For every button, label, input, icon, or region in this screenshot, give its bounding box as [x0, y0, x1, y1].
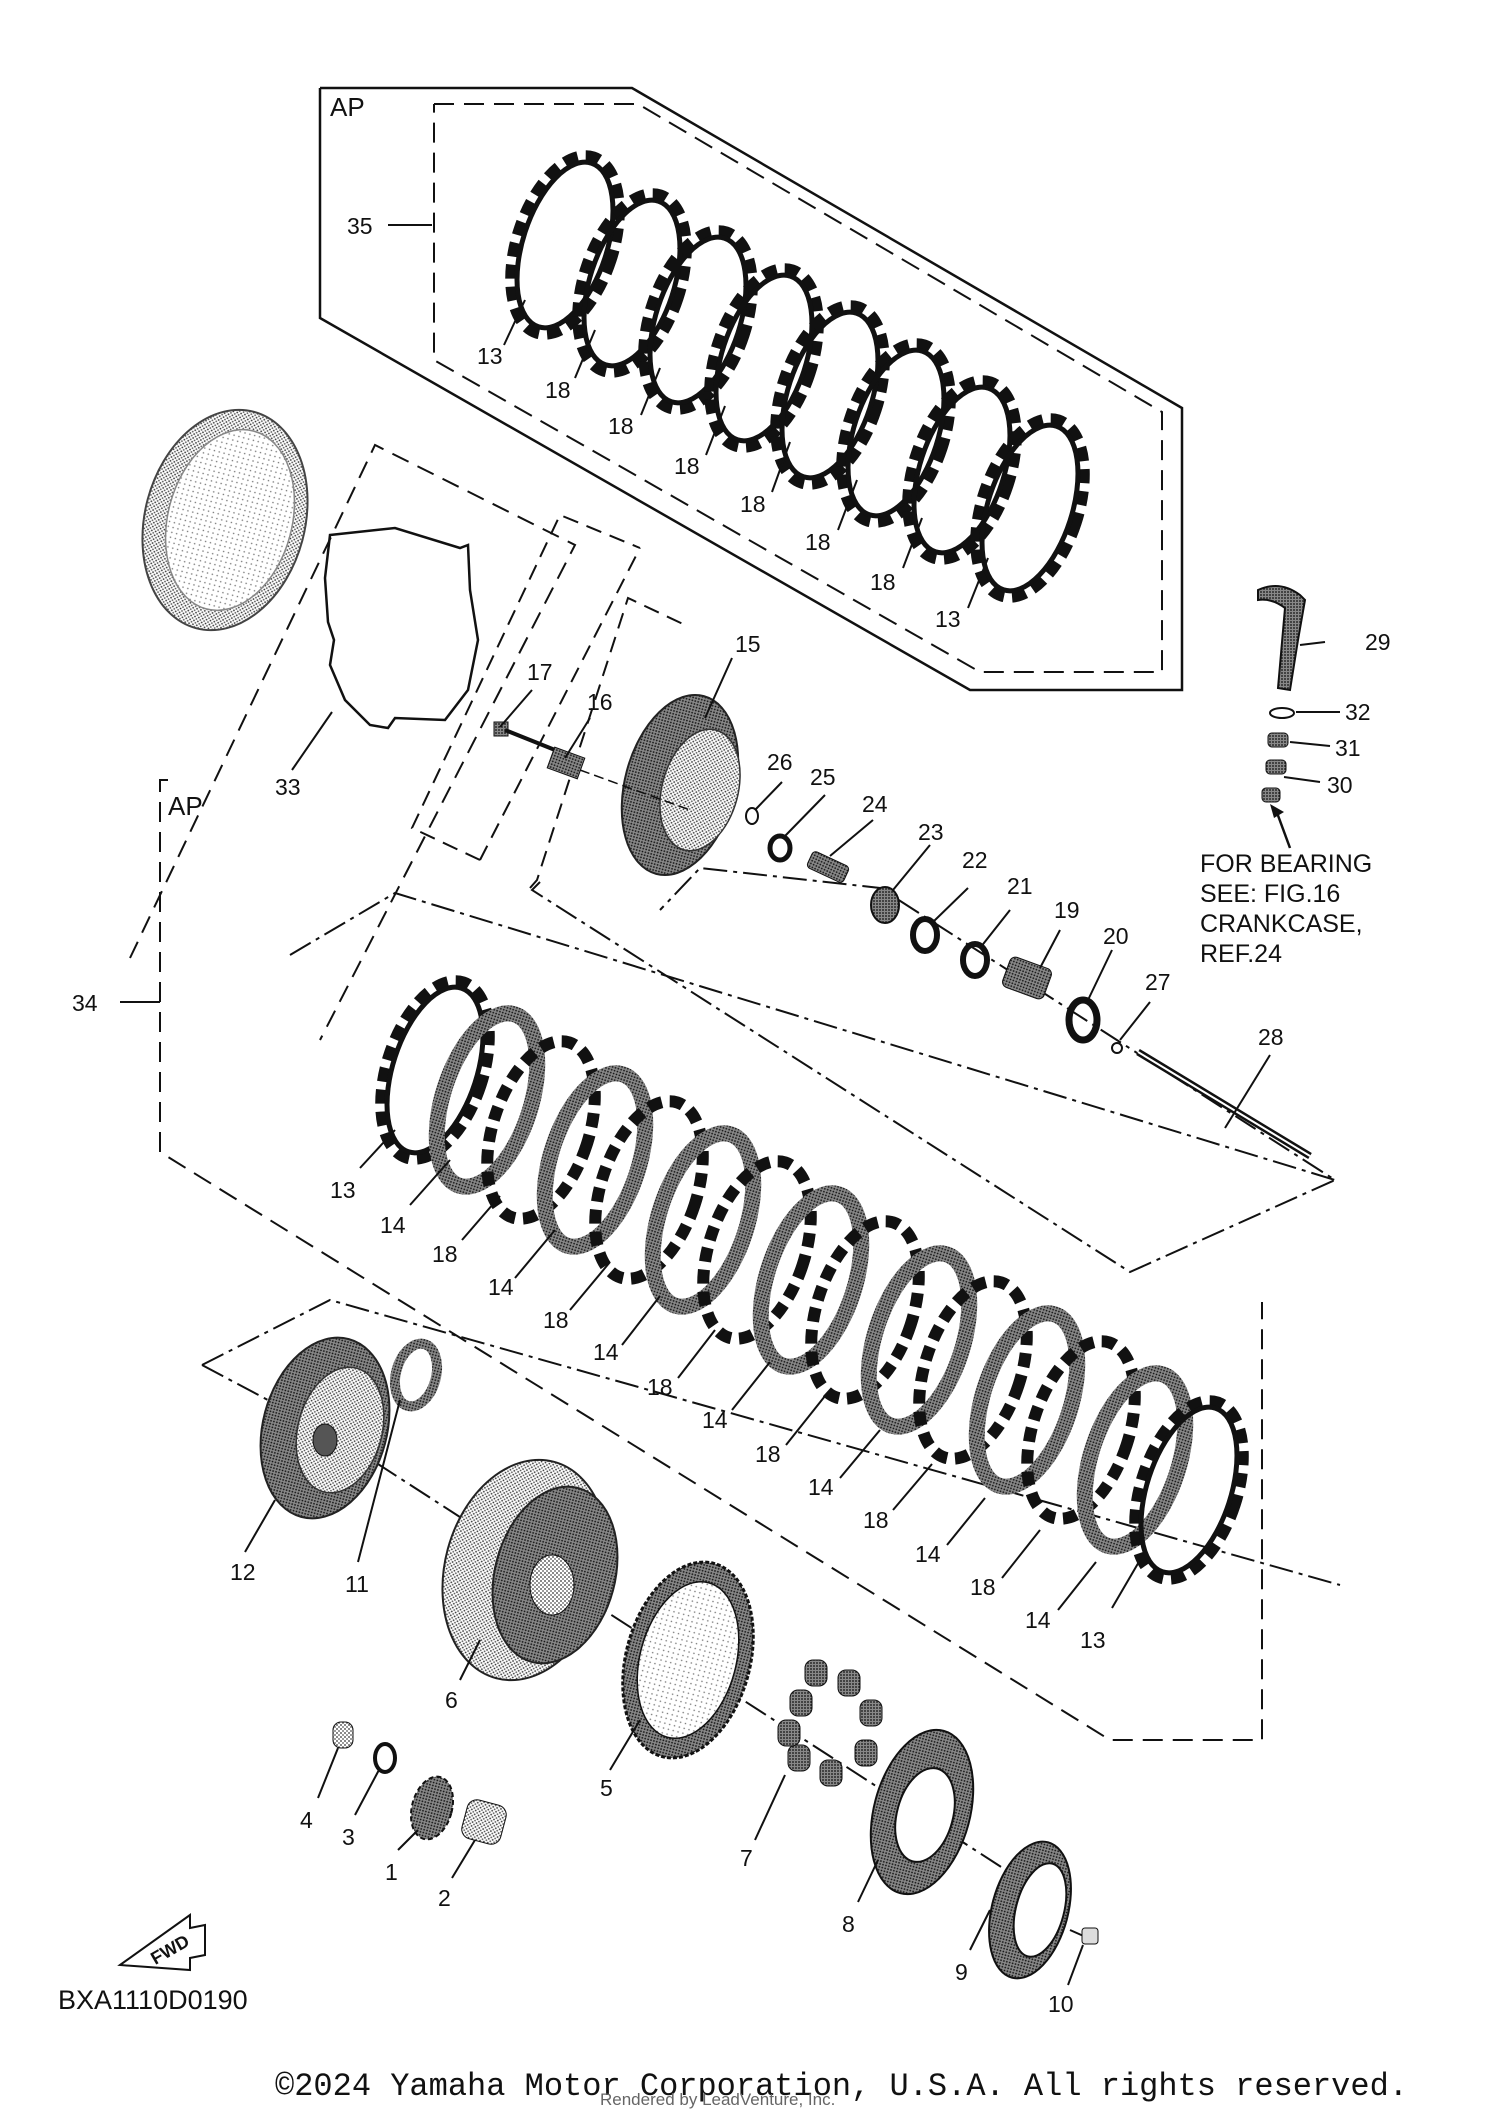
rendered-by-credit: Rendered by LeadVenture, Inc. — [600, 2090, 836, 2109]
callout-numbers: 35 13 18 18 18 18 18 18 13 29 32 31 30 1… — [72, 213, 1391, 2017]
primary-gear-5 — [621, 1560, 755, 1760]
callout-22: 22 — [962, 847, 988, 873]
callout-29: 29 — [1365, 629, 1391, 655]
callout-12: 12 — [230, 1559, 256, 1585]
callout-14: 14 — [915, 1541, 941, 1567]
callout-18: 18 — [740, 491, 766, 517]
callout-18: 18 — [863, 1507, 889, 1533]
callout-18: 18 — [647, 1374, 673, 1400]
callout-18: 18 — [432, 1241, 458, 1267]
callout-17: 17 — [527, 659, 553, 685]
callout-14: 14 — [1025, 1607, 1051, 1633]
callout-34: 34 — [72, 990, 98, 1016]
small-parts-1-4 — [332, 1721, 507, 1845]
washer-11 — [389, 1338, 443, 1412]
clutch-boss-12 — [259, 1336, 391, 1520]
callout-18: 18 — [543, 1307, 569, 1333]
clutch-housing-6 — [441, 1458, 619, 1682]
callout-14: 14 — [593, 1339, 619, 1365]
callout-19: 19 — [1054, 897, 1080, 923]
callout-26: 26 — [767, 749, 793, 775]
callout-10: 10 — [1048, 1991, 1074, 2017]
ap-kit-box-35: AP — [318, 86, 1184, 692]
callout-31: 31 — [1335, 735, 1361, 761]
callout-14: 14 — [702, 1407, 728, 1433]
note-line-2: SEE: FIG.16 — [1200, 880, 1340, 908]
bearing-note: FOR BEARING SEE: FIG.16 CRANKCASE, REF.2… — [1200, 850, 1372, 968]
callout-18: 18 — [755, 1441, 781, 1467]
gasket-33 — [129, 443, 577, 1041]
middle-clutch-plates — [375, 975, 1249, 1585]
copyright-notice: ©2024 Yamaha Motor Corporation, U.S.A. A… — [275, 2068, 1408, 2105]
shaft-29-parts — [1257, 585, 1307, 849]
callout-15: 15 — [735, 631, 761, 657]
callout-13: 13 — [1080, 1627, 1106, 1653]
callout-4: 4 — [300, 1807, 313, 1833]
callout-14: 14 — [380, 1212, 406, 1238]
callout-18: 18 — [870, 569, 896, 595]
callout-18: 18 — [805, 529, 831, 555]
callout-1: 1 — [385, 1859, 398, 1885]
callout-30: 30 — [1327, 772, 1353, 798]
bolt-10 — [1069, 1927, 1099, 1945]
callout-24: 24 — [862, 791, 888, 817]
callout-3: 3 — [342, 1824, 355, 1850]
diagram-part-code: BXA1110D0190 — [58, 1985, 248, 2015]
callout-13: 13 — [330, 1177, 356, 1203]
note-line-3: CRANKCASE, — [1200, 910, 1363, 938]
ap-kit-box-34: AP — [159, 779, 1263, 1741]
callout-33: 33 — [275, 774, 301, 800]
callout-23: 23 — [918, 819, 944, 845]
callout-5: 5 — [600, 1775, 613, 1801]
callout-18: 18 — [608, 413, 634, 439]
note-line-1: FOR BEARING — [1200, 850, 1372, 878]
callout-14: 14 — [488, 1274, 514, 1300]
clutch-cover — [141, 408, 309, 632]
callout-13: 13 — [935, 606, 961, 632]
callout-32: 32 — [1345, 699, 1371, 725]
ap-label-lower: AP — [168, 791, 203, 821]
callout-8: 8 — [842, 1911, 855, 1937]
callout-18: 18 — [674, 453, 700, 479]
damper-rubbers-7 — [777, 1659, 883, 1787]
callout-27: 27 — [1145, 969, 1171, 995]
bearing-9 — [988, 1840, 1072, 1980]
push-rod-parts — [745, 807, 1312, 1159]
callout-16: 16 — [587, 689, 613, 715]
callout-9: 9 — [955, 1959, 968, 1985]
fwd-arrow-icon: FWD — [117, 1913, 206, 1972]
callout-2: 2 — [438, 1885, 451, 1911]
callout-13: 13 — [477, 343, 503, 369]
plate-8 — [869, 1728, 975, 1896]
callout-20: 20 — [1103, 923, 1129, 949]
callout-28: 28 — [1258, 1024, 1284, 1050]
ap-label-top: AP — [330, 92, 365, 122]
callout-11: 11 — [345, 1571, 369, 1597]
top-clutch-plates — [505, 150, 1090, 603]
callout-14: 14 — [808, 1474, 834, 1500]
pressure-plate-15 — [620, 694, 741, 876]
callout-7: 7 — [740, 1845, 753, 1871]
callout-35: 35 — [347, 213, 373, 239]
box-16-17 — [410, 513, 686, 889]
bolt-17-spring-16 — [493, 721, 691, 811]
callout-21: 21 — [1007, 873, 1033, 899]
callout-18: 18 — [970, 1574, 996, 1600]
callout-6: 6 — [445, 1687, 458, 1713]
note-line-4: REF.24 — [1200, 940, 1282, 968]
callout-25: 25 — [810, 764, 836, 790]
leader-lines — [120, 224, 1340, 1986]
callout-18: 18 — [545, 377, 571, 403]
